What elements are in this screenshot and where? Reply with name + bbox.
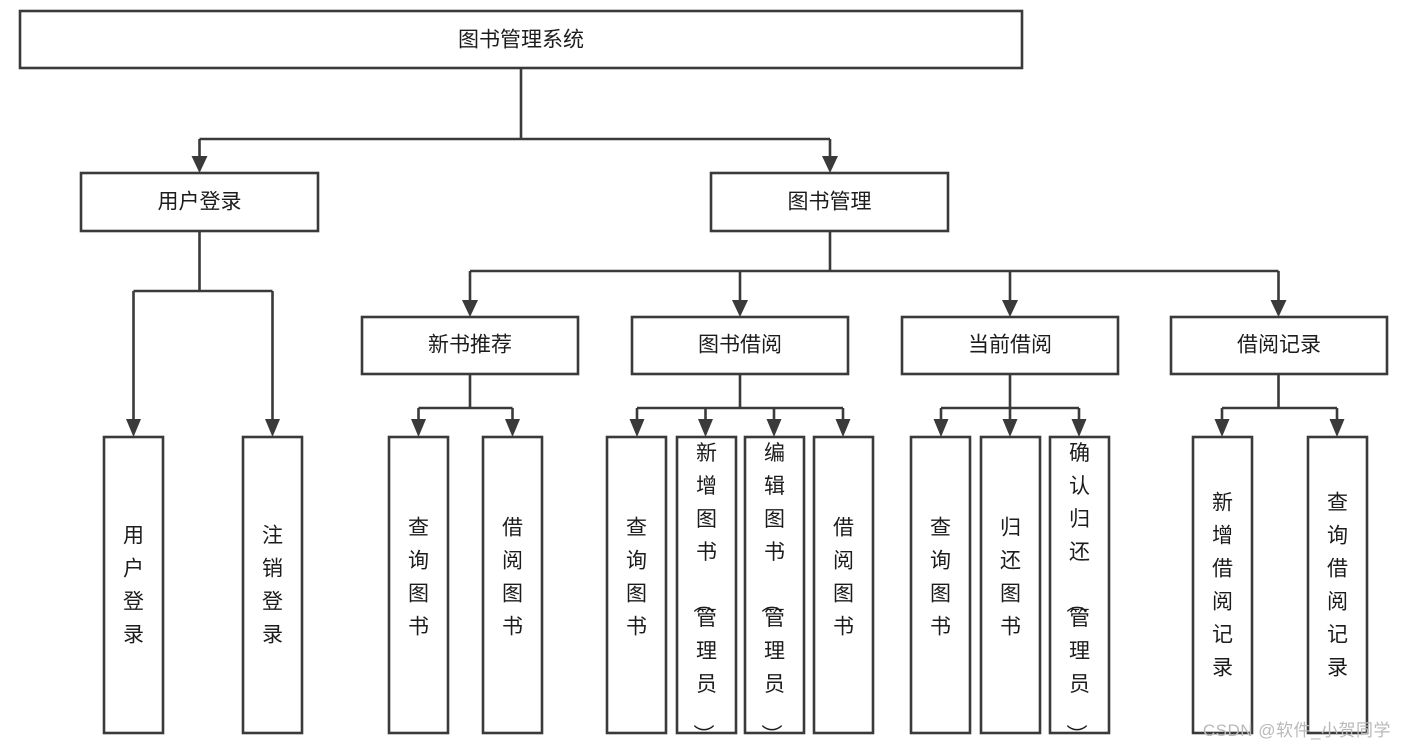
arrowhead-new-book-recommend — [462, 300, 478, 317]
leaf-node-add-book[interactable]: 新增图书（管理员） — [675, 435, 738, 745]
leaf-query-record-label: 查询借阅记录 — [1327, 492, 1348, 680]
user-login-label: 用户登录 — [158, 191, 242, 214]
leaf-query-book-2-box[interactable] — [605, 435, 668, 735]
node-borrow-record[interactable]: 借阅记录 — [1169, 315, 1389, 376]
root-label: 图书管理系统 — [458, 29, 584, 52]
arrowhead-current-borrow — [1002, 300, 1018, 317]
leaf-user-login-label: 用户登录 — [123, 525, 144, 647]
leaf-add-record-box[interactable] — [1191, 435, 1254, 735]
arrowhead-leaf-query-book-1 — [411, 419, 426, 437]
node-user-login[interactable]: 用户登录 — [79, 171, 320, 233]
leaf-node-add-record[interactable]: 新增借阅记录 — [1191, 435, 1254, 735]
leaf-node-query-record[interactable]: 查询借阅记录 — [1306, 435, 1369, 735]
arrowhead-leaf-edit-book — [766, 419, 782, 437]
leaf-query-book-3-box[interactable] — [909, 435, 972, 735]
book-borrow-label: 图书借阅 — [698, 334, 782, 357]
arrowhead-leaf-borrow-book-1 — [505, 419, 520, 437]
leaf-confirm-return-label: 确认归还（管理员） — [1064, 442, 1090, 745]
leaf-logout-box[interactable] — [241, 435, 304, 735]
leaf-node-query-book-2[interactable]: 查询图书 — [605, 435, 668, 735]
arrowhead-leaf-add-book — [698, 419, 713, 437]
user-login-box[interactable] — [79, 171, 320, 233]
arrowhead-leaf-confirm-return — [1071, 419, 1087, 437]
new-book-recommend-label: 新书推荐 — [428, 334, 512, 357]
leaf-node-return-book[interactable]: 归还图书 — [979, 435, 1042, 735]
arrowhead-leaf-add-record — [1214, 419, 1230, 437]
arrowhead-leaf-query-record — [1329, 419, 1345, 437]
leaf-query-book-3-label: 查询图书 — [930, 517, 951, 639]
leaf-node-confirm-return[interactable]: 确认归还（管理员） — [1048, 435, 1111, 745]
new-book-recommend-box[interactable] — [360, 315, 580, 376]
leaf-query-record-box[interactable] — [1306, 435, 1369, 735]
leaf-node-query-book-1[interactable]: 查询图书 — [387, 435, 450, 735]
book-manage-label: 图书管理 — [788, 191, 872, 214]
leaf-add-book-label: 新增图书（管理员） — [691, 442, 717, 745]
node-new-book-recommend[interactable]: 新书推荐 — [360, 315, 580, 376]
leaf-node-edit-book[interactable]: 编辑图书（管理员） — [743, 435, 806, 745]
root-box[interactable] — [18, 9, 1024, 70]
leaf-return-book-label: 归还图书 — [1000, 517, 1021, 639]
leaf-node-borrow-book-1[interactable]: 借阅图书 — [481, 435, 544, 735]
leaf-borrow-book-1-box[interactable] — [481, 435, 544, 735]
leaf-query-book-1-box[interactable] — [387, 435, 450, 735]
current-borrow-box[interactable] — [900, 315, 1120, 376]
leaf-node-query-book-3[interactable]: 查询图书 — [909, 435, 972, 735]
arrowhead-leaf-query-book-2 — [629, 419, 645, 437]
node-root[interactable]: 图书管理系统 — [18, 9, 1024, 70]
connector-layer — [126, 68, 1345, 437]
arrowhead-borrow-record — [1270, 300, 1287, 317]
leaf-query-book-1-label: 查询图书 — [408, 517, 429, 639]
leaf-user-login-box[interactable] — [102, 435, 165, 735]
arrowhead-book-borrow — [732, 300, 748, 317]
arrowhead-leaf-user-login — [126, 419, 141, 437]
leaf-logout-label: 注销登录 — [262, 525, 283, 647]
leaf-return-book-box[interactable] — [979, 435, 1042, 735]
leaf-edit-book-box[interactable] — [743, 435, 806, 735]
arrowhead-leaf-query-book-3 — [933, 419, 949, 437]
leaf-edit-book-label: 编辑图书（管理员） — [759, 442, 785, 745]
arrowhead-user-login — [191, 156, 208, 173]
current-borrow-label: 当前借阅 — [968, 334, 1052, 357]
leaf-node-borrow-book-2[interactable]: 借阅图书 — [812, 435, 875, 735]
node-current-borrow[interactable]: 当前借阅 — [900, 315, 1120, 376]
arrowhead-leaf-logout — [265, 419, 280, 437]
leaf-node-user-login[interactable]: 用户登录 — [102, 435, 165, 735]
leaf-query-book-2-label: 查询图书 — [626, 517, 647, 639]
borrow-record-box[interactable] — [1169, 315, 1389, 376]
node-book-manage[interactable]: 图书管理 — [709, 171, 950, 233]
book-manage-box[interactable] — [709, 171, 950, 233]
borrow-record-label: 借阅记录 — [1237, 334, 1321, 357]
arrowhead-leaf-return-book — [1002, 419, 1018, 437]
leaf-borrow-book-1-label: 借阅图书 — [502, 517, 523, 639]
leaf-add-book-box[interactable] — [675, 435, 738, 735]
leaf-borrow-book-2-label: 借阅图书 — [833, 517, 854, 639]
book-borrow-box[interactable] — [630, 315, 850, 376]
leaf-borrow-book-2-box[interactable] — [812, 435, 875, 735]
node-book-borrow[interactable]: 图书借阅 — [630, 315, 850, 376]
arrowhead-leaf-borrow-book-2 — [835, 419, 851, 437]
leaf-confirm-return-box[interactable] — [1048, 435, 1111, 735]
arrowhead-book-manage — [822, 156, 838, 173]
leaf-add-record-label: 新增借阅记录 — [1212, 492, 1233, 680]
leaf-node-logout[interactable]: 注销登录 — [241, 435, 304, 735]
